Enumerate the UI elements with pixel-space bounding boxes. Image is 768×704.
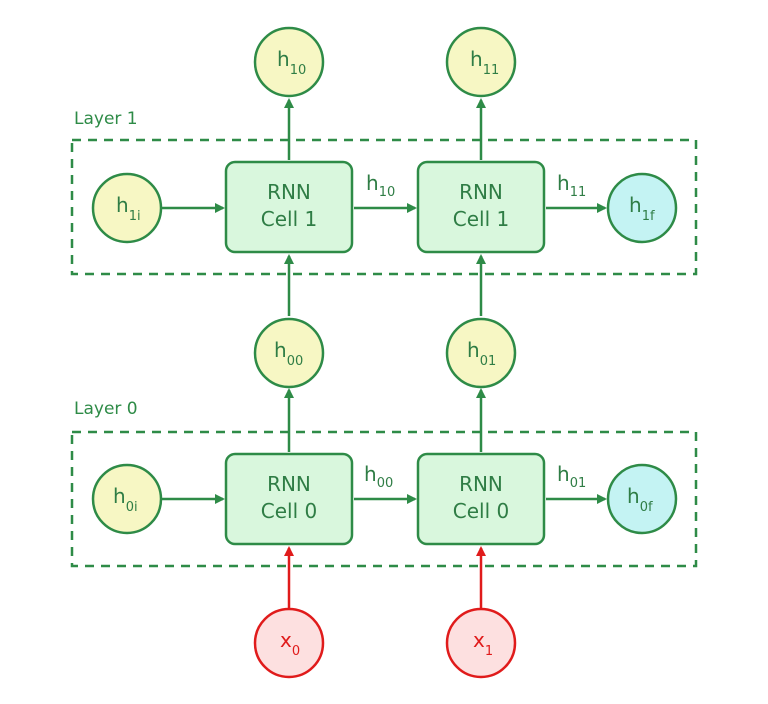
node-h0i: h0i: [91, 463, 163, 535]
node-x1: x1: [445, 607, 517, 679]
rnn-cell-0-right: RNN Cell 0: [416, 452, 546, 546]
node-h10-output-sub: 10: [290, 63, 307, 78]
rnn-cell-1-left-line2: Cell 1: [261, 207, 317, 231]
edge-label-h00-sub: 00: [377, 476, 394, 491]
node-h1f-sub: 1f: [642, 209, 655, 224]
rnn-cell-0-left-line2: Cell 0: [261, 499, 317, 523]
edge-label-h11-main: h: [557, 171, 570, 195]
node-h0i-sub: 0i: [126, 500, 138, 515]
node-h11-output-main: h: [470, 47, 483, 71]
edge-label-h00-main: h: [364, 462, 377, 486]
edge-label-h11: h11: [557, 171, 586, 200]
edge-label-h00: h00: [364, 462, 393, 491]
node-x1-sub: 1: [485, 644, 493, 659]
svg-text:h01: h01: [467, 338, 496, 369]
svg-text:h11: h11: [470, 47, 499, 78]
node-h0f: h0f: [606, 463, 678, 535]
edge-label-h10-sub: 10: [379, 185, 396, 200]
rnn-cell-1-right: RNN Cell 1: [416, 160, 546, 254]
node-h01-main: h: [467, 338, 480, 362]
node-h10-output: h10: [253, 26, 325, 98]
rnn-cell-1-right-line1: RNN: [459, 180, 503, 204]
node-h01: h01: [445, 317, 517, 389]
layer-0-label: Layer 0: [74, 399, 138, 419]
rnn-cell-1-right-line2: Cell 1: [453, 207, 509, 231]
svg-text:h1f: h1f: [629, 193, 655, 224]
node-x0-sub: 0: [292, 644, 300, 659]
node-h1i-main: h: [116, 193, 129, 217]
node-x1-main: x: [473, 628, 485, 652]
node-h0f-sub: 0f: [640, 500, 653, 515]
rnn-cell-0-right-line2: Cell 0: [453, 499, 509, 523]
layer-1-label: Layer 1: [74, 109, 138, 129]
node-h0i-main: h: [113, 484, 126, 508]
rnn-cell-0-left-line1: RNN: [267, 472, 311, 496]
node-h1f: h1f: [606, 172, 678, 244]
node-h1i: h1i: [91, 172, 163, 244]
node-x0-main: x: [280, 628, 292, 652]
node-h00-main: h: [274, 338, 287, 362]
node-h1f-main: h: [629, 193, 642, 217]
svg-text:h1i: h1i: [116, 193, 141, 224]
node-h11-output-sub: 11: [483, 63, 500, 78]
node-h1i-sub: 1i: [129, 209, 141, 224]
svg-text:h0i: h0i: [113, 484, 138, 515]
edge-label-h11-sub: 11: [570, 185, 587, 200]
node-x0: x0: [253, 607, 325, 679]
rnn-cell-0-right-line1: RNN: [459, 472, 503, 496]
node-h00: h00: [253, 317, 325, 389]
node-h01-sub: 01: [480, 354, 497, 369]
rnn-cell-0-left: RNN Cell 0: [224, 452, 354, 546]
svg-text:h10: h10: [277, 47, 306, 78]
edge-label-h10: h10: [366, 171, 395, 200]
node-h10-output-main: h: [277, 47, 290, 71]
rnn-cell-1-left: RNN Cell 1: [224, 160, 354, 254]
edge-label-h10-main: h: [366, 171, 379, 195]
edge-label-h01: h01: [557, 462, 586, 491]
layer-1-box: [70, 138, 698, 276]
node-h00-sub: 00: [287, 354, 304, 369]
rnn-cell-1-left-line1: RNN: [267, 180, 311, 204]
svg-text:h00: h00: [274, 338, 303, 369]
node-h11-output: h11: [445, 26, 517, 98]
layer-0-box: [70, 430, 698, 568]
edge-label-h01-main: h: [557, 462, 570, 486]
svg-text:x0: x0: [280, 628, 300, 659]
svg-text:x1: x1: [473, 628, 493, 659]
edge-label-h01-sub: 01: [570, 476, 587, 491]
svg-text:h0f: h0f: [627, 484, 653, 515]
node-h0f-main: h: [627, 484, 640, 508]
